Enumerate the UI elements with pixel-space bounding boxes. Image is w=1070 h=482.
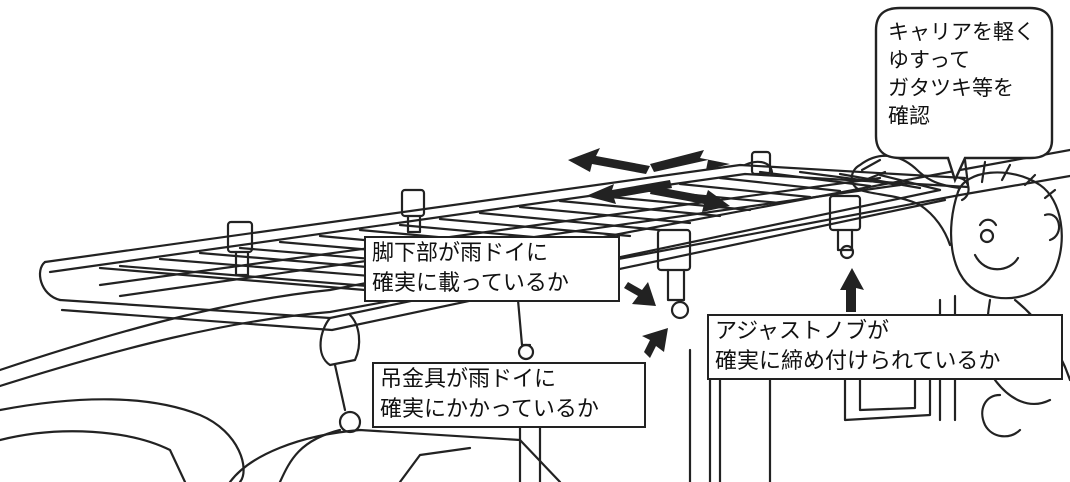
callout-adjust-knob: アジャストノブが 確実に締め付けられているか [707,314,1063,380]
speech-line-2: ゆすって [888,48,971,72]
callout-hanger-line1: 吊金具が雨ドイに [380,367,557,392]
shake-arrows-icon [568,148,730,212]
callout-adjust-knob-line2: 確実に締め付けられているか [715,349,1001,374]
person-illustration [850,154,1070,438]
mounting-brackets [226,150,862,482]
callout-leg-bottom-line2: 確実に載っているか [372,271,569,296]
callout-hanger: 吊金具が雨ドイに 確実にかかっているか [372,362,646,428]
callout-leg-bottom: 脚下部が雨ドイに 確実に載っているか [364,236,620,302]
pointer-arrow-icon [624,268,864,358]
speech-bubble: キャリアを軽く ゆすって ガタツキ等を 確認 [874,6,1046,158]
speech-line-1: キャリアを軽く [888,20,1035,44]
callout-adjust-knob-line1: アジャストノブが [715,319,890,344]
speech-bubble-outline [874,6,1054,184]
callout-leg-bottom-line1: 脚下部が雨ドイに [372,241,549,266]
callout-hanger-line2: 確実にかかっているか [380,397,599,422]
speech-line-4: 確認 [888,104,930,128]
speech-line-3: ガタツキ等を [888,76,1014,100]
